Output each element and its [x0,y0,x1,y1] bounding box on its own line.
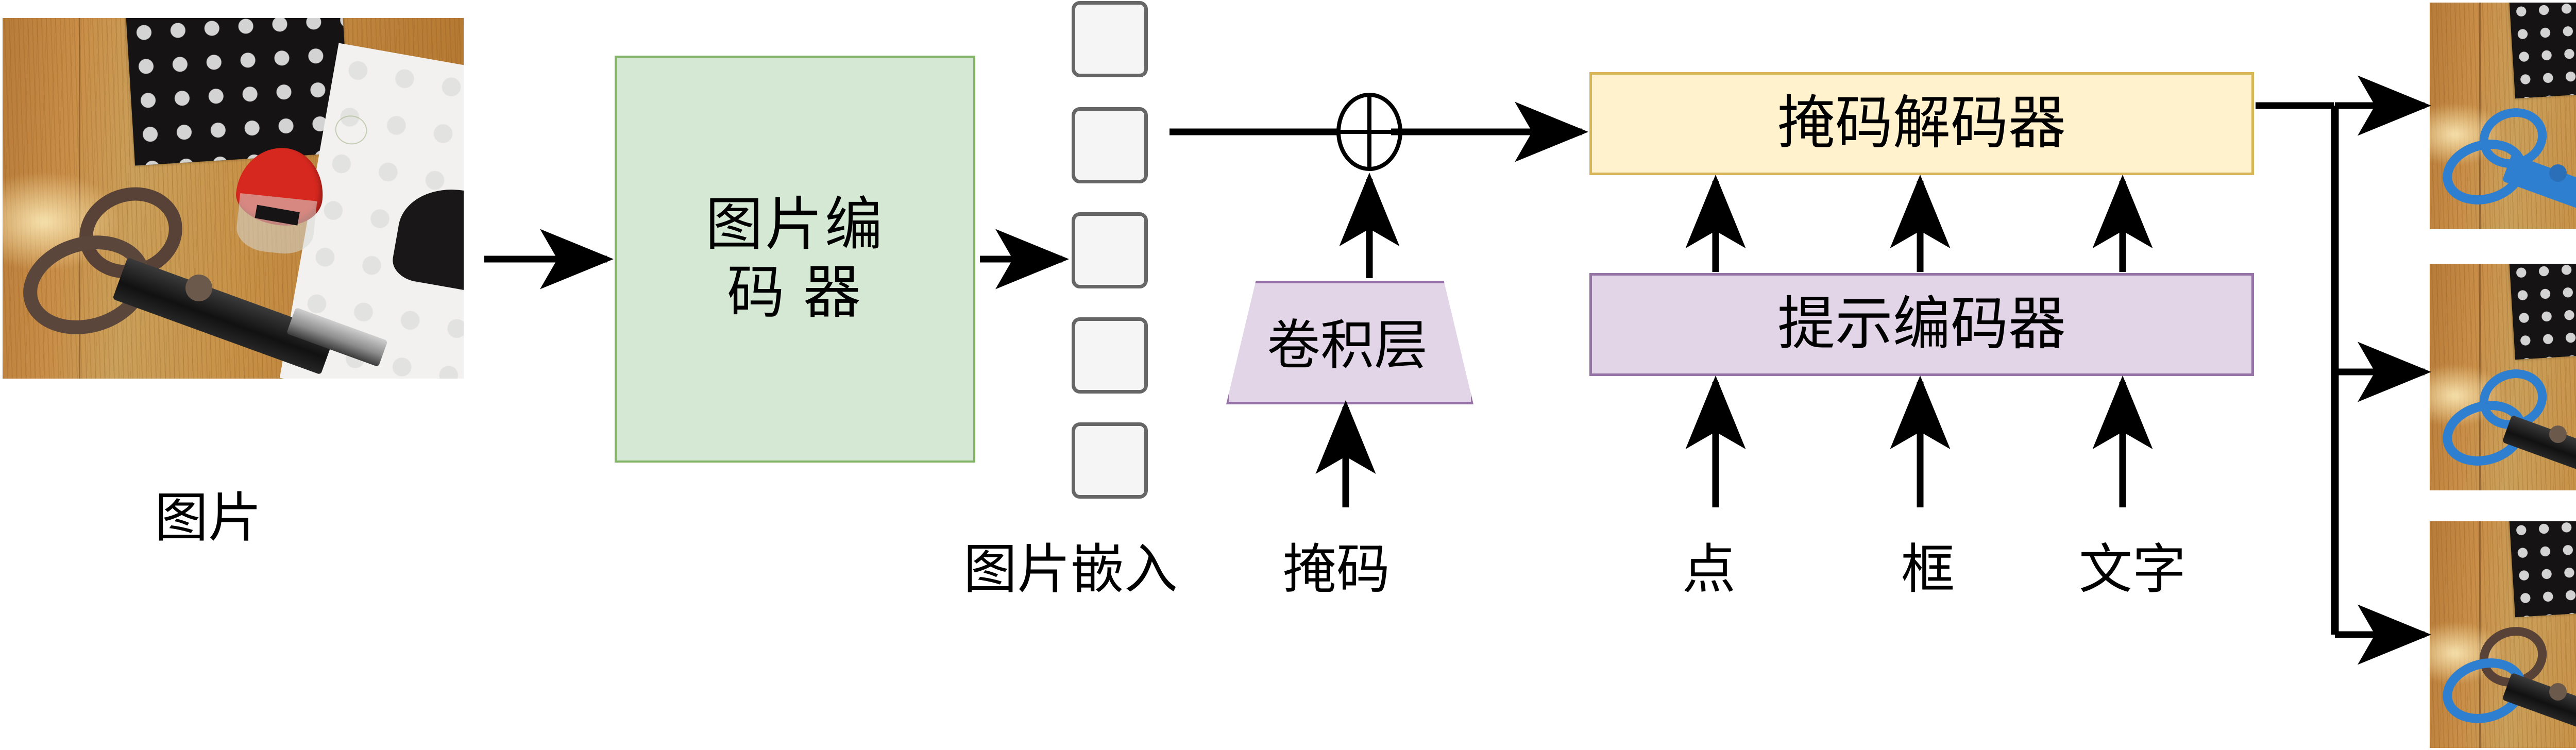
caption-box: 框 [1901,540,1955,600]
sum-operator [1334,93,1404,171]
caption-image-embedding: 图片嵌入 [963,540,1178,600]
output-photo-1 [2430,3,2576,229]
image-encoder-label: 图片编 码 器 [705,193,885,325]
scissors-pivot [185,275,212,301]
embedding-token[interactable] [1072,212,1148,288]
caption-text: 文字 [2079,540,2187,600]
caption-point: 点 [1682,540,1736,600]
conv-layer-label-wrap: 卷积层 [1226,281,1468,399]
output-2-mask [2430,264,2576,490]
output-photo-3 [2430,521,2576,748]
light-glare [3,173,121,270]
output-photo-2 [2430,264,2576,490]
input-photo [3,18,464,379]
embedding-token[interactable] [1072,1,1148,77]
embedding-token[interactable] [1072,317,1148,394]
embedding-token[interactable] [1072,107,1148,183]
scissors [3,18,464,379]
prompt-encoder-label: 提示编码器 [1777,292,2066,356]
conv-layer-shape[interactable] [1226,281,1473,404]
mask-decoder-box[interactable]: 掩码解码器 [1589,72,2254,175]
caption-mask-input: 掩码 [1283,540,1391,600]
mask-decoder-label: 掩码解码器 [1777,91,2066,156]
conv-layer-label: 卷积层 [1266,316,1428,376]
output-1-mask [2430,3,2576,229]
prompt-encoder-box[interactable]: 提示编码器 [1589,273,2254,376]
caption-image: 图片 [155,489,262,548]
embedding-token[interactable] [1072,422,1148,499]
image-encoder-box[interactable]: 图片编 码 器 [615,56,975,463]
output-3-mask [2430,521,2576,748]
